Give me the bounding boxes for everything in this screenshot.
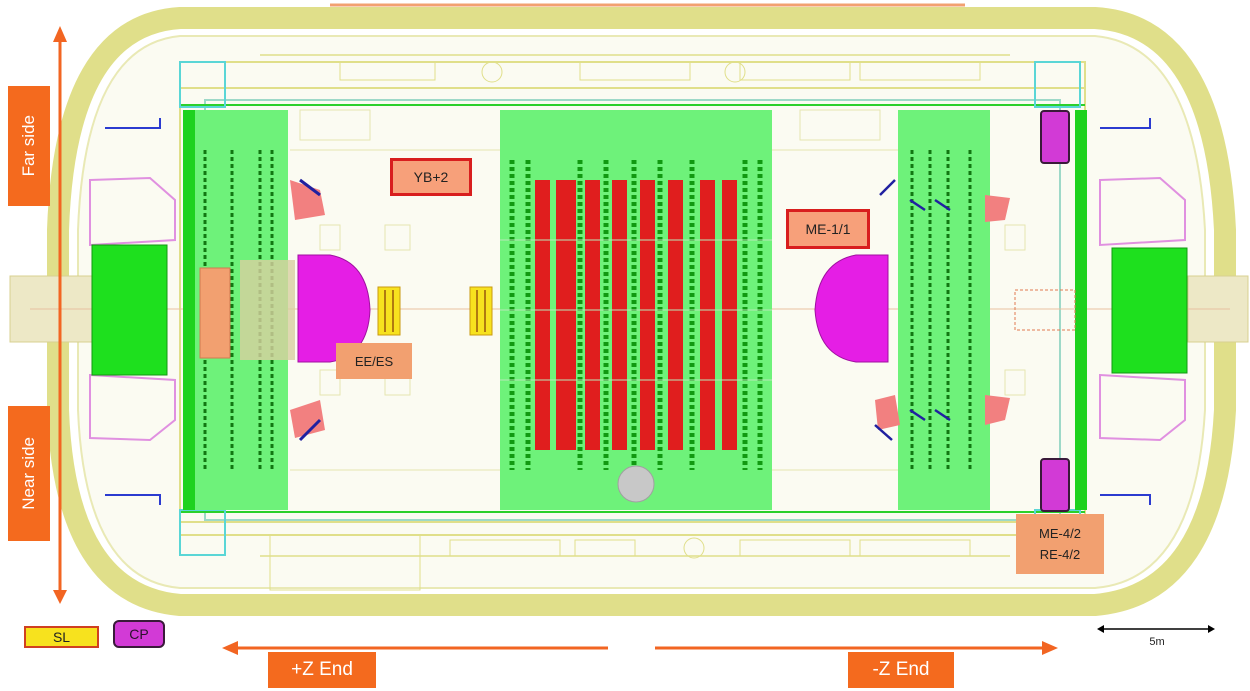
right-arrow-icon xyxy=(655,641,1058,655)
hf-right xyxy=(1111,247,1188,374)
far-side-label: Far side xyxy=(8,86,50,206)
legend-sl: SL xyxy=(24,626,99,648)
cp-marker-bottom xyxy=(1040,458,1070,512)
barrel xyxy=(500,110,772,510)
re42-line2: RE-4/2 xyxy=(1039,547,1081,562)
up-down-arrow-icon xyxy=(53,26,67,604)
right-forward-shield xyxy=(1099,176,1186,442)
cavern-shell xyxy=(47,7,1236,616)
plus-z-label: +Z End xyxy=(268,652,376,688)
right-endcap xyxy=(874,110,1087,510)
far-side-text: Far side xyxy=(19,115,38,177)
near-side-text: Near side xyxy=(19,437,38,510)
near-side-label: Near side xyxy=(8,406,50,541)
minus-z-label: -Z End xyxy=(848,652,954,688)
hf-left xyxy=(91,244,168,376)
sl-block-2 xyxy=(469,286,493,336)
me11-label: ME-1/1 xyxy=(786,209,870,249)
scale-label: 5m xyxy=(1149,636,1165,648)
eees-label: EE/ES xyxy=(336,343,412,379)
left-endcap xyxy=(183,110,325,510)
yb-label: YB+2 xyxy=(390,158,472,196)
left-forward-shield xyxy=(89,176,176,442)
scale-bar-icon xyxy=(1097,625,1215,633)
me42-line1: ME-4/2 xyxy=(1039,526,1081,541)
me42-label: ME-4/2 RE-4/2 xyxy=(1016,514,1104,574)
cp-marker-top xyxy=(1040,110,1070,164)
left-arrow-icon xyxy=(222,641,608,655)
legend-cp: CP xyxy=(113,620,165,648)
sl-block-1 xyxy=(377,286,401,336)
ee-right xyxy=(814,254,889,363)
